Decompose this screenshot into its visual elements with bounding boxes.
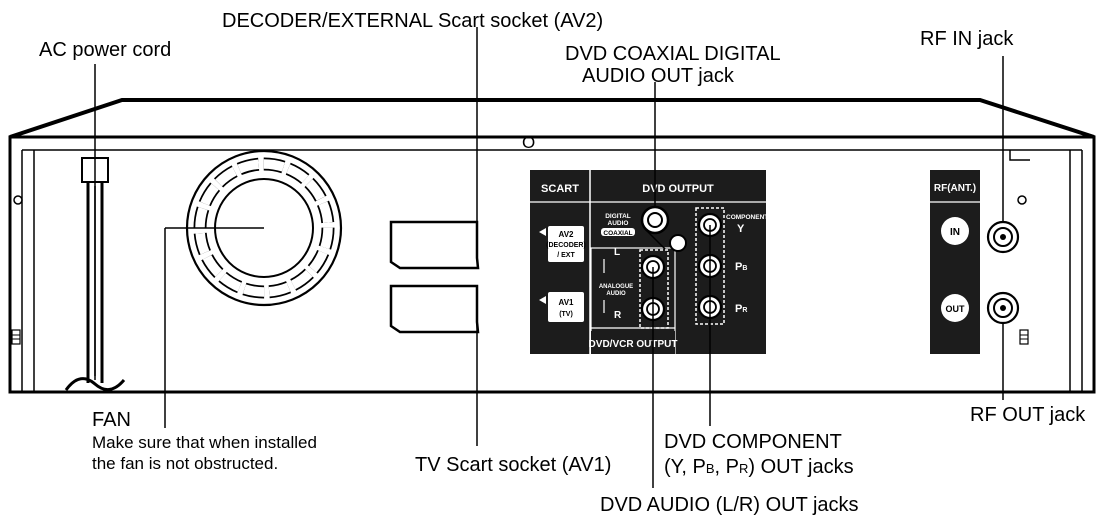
- svg-text:(TV): (TV): [559, 311, 573, 318]
- svg-text:PR: PR: [735, 303, 747, 315]
- svg-text:ANALOGUE: ANALOGUE: [599, 284, 633, 290]
- svg-text:AUDIO: AUDIO: [606, 291, 626, 297]
- analogue-audio-labels: L ANALOGUE AUDIO R: [599, 247, 633, 321]
- top-mark: O: [522, 133, 535, 152]
- component-labels: COMPONENT Y PB PR: [726, 214, 768, 315]
- leader-lines: [94, 27, 1004, 488]
- rf-out-jack: [986, 291, 1020, 325]
- svg-text:/ EXT: / EXT: [557, 252, 575, 259]
- panel-dvd-output-label: DVD OUTPUT: [642, 183, 714, 195]
- label-component-line2: (Y, PB, PR) OUT jacks: [664, 456, 854, 478]
- svg-text:COMPONENT: COMPONENT: [726, 214, 768, 221]
- label-tv-scart: TV Scart socket (AV1): [415, 454, 611, 476]
- coaxial-digital-label: DIGITAL AUDIO COAXIAL: [601, 213, 635, 237]
- svg-text:AV2: AV2: [559, 230, 575, 239]
- label-coaxial-line1: DVD COAXIAL DIGITAL: [565, 43, 781, 65]
- rf-out-badge: OUT: [946, 304, 966, 314]
- scart-socket-av1: [389, 284, 480, 334]
- label-rf-out: RF OUT jack: [970, 404, 1086, 426]
- label-fan: FAN: [92, 409, 131, 431]
- label-rf-in: RF IN jack: [920, 28, 1014, 50]
- svg-text:L: L: [614, 247, 620, 258]
- rf-ant-label: RF(ANT.): [934, 183, 976, 194]
- svg-text:AUDIO: AUDIO: [608, 220, 629, 227]
- label-decoder-scart: DECODER/EXTERNAL Scart socket (AV2): [222, 10, 603, 32]
- coaxial-jack: [640, 205, 687, 253]
- label-audio-lr: DVD AUDIO (L/R) OUT jacks: [600, 494, 859, 516]
- rf-in-badge: IN: [950, 227, 960, 238]
- dvd-vcr-output-label: DVD/VCR OUTPUT: [589, 339, 678, 350]
- svg-text:(DECODER): (DECODER): [546, 242, 586, 249]
- svg-text:R: R: [614, 310, 622, 321]
- av2-label: AV2 (DECODER) / EXT: [539, 226, 586, 262]
- label-fan-note1: Make sure that when installed: [92, 433, 317, 452]
- svg-text:COAXIAL: COAXIAL: [603, 230, 632, 237]
- svg-text:PB: PB: [735, 261, 747, 273]
- av1-label: AV1 (TV): [539, 292, 584, 322]
- panel-scart-label: SCART: [541, 183, 579, 195]
- label-fan-note2: the fan is not obstructed.: [92, 454, 278, 473]
- analogue-jack-group-outline: [639, 249, 669, 329]
- scart-socket-av2: [389, 220, 480, 270]
- svg-text:DIGITAL: DIGITAL: [605, 213, 631, 220]
- svg-text:AV1: AV1: [559, 298, 575, 307]
- svg-text:Y: Y: [737, 223, 745, 235]
- rf-in-jack: [986, 220, 1020, 254]
- label-coaxial-line2: AUDIO OUT jack: [582, 65, 735, 87]
- rf-ant-panel: RF(ANT.) IN OUT: [930, 170, 980, 354]
- unit-body: [8, 98, 1096, 394]
- label-ac-power-cord: AC power cord: [39, 39, 171, 61]
- label-component-line1: DVD COMPONENT: [664, 431, 842, 453]
